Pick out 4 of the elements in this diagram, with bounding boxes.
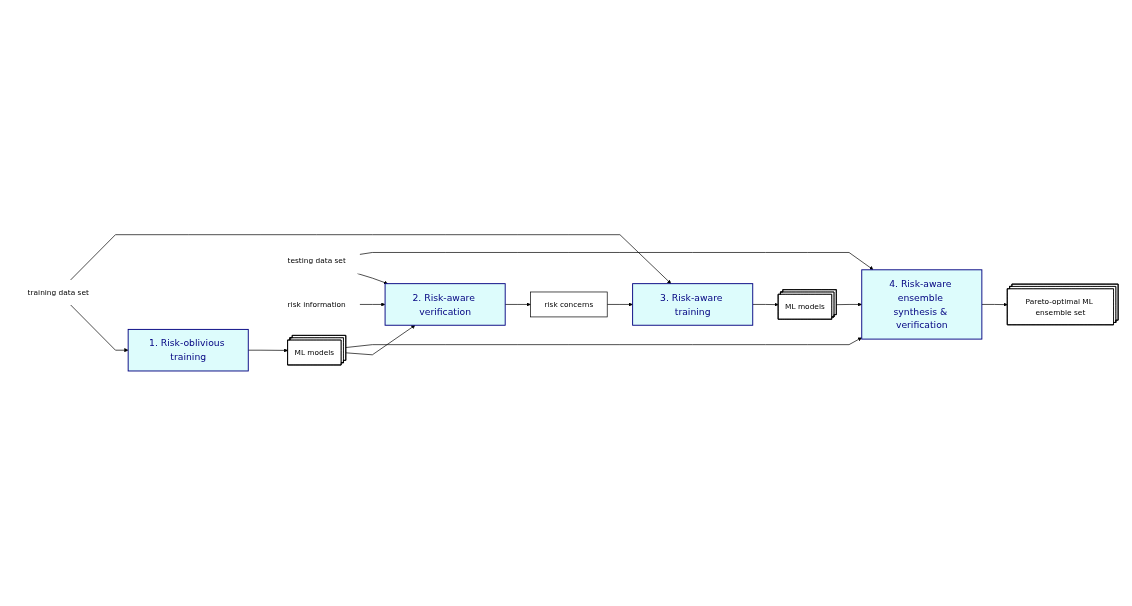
node-box: 4. Risk-aware ensemble synthesis & verification <box>861 269 983 340</box>
node-box: 3. Risk-aware training <box>632 283 754 326</box>
node-box: 1. Risk-oblivious training <box>127 329 249 372</box>
node-box: 2. Risk-aware verification <box>384 283 506 326</box>
